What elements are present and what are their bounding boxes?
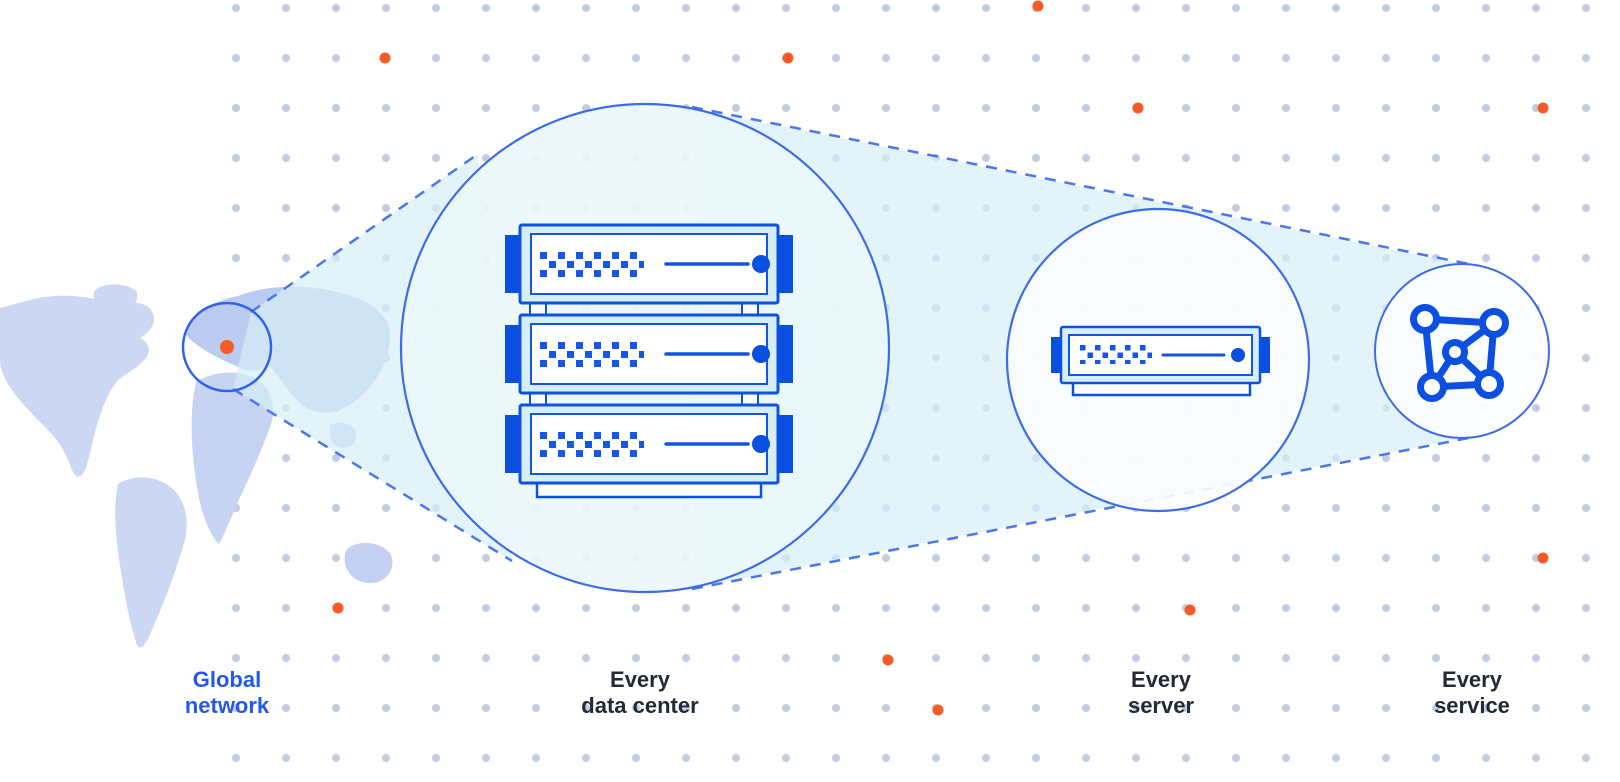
map-focus-circle bbox=[181, 301, 273, 393]
rack-unit-3 bbox=[503, 403, 795, 485]
dashed-line-bottom-left bbox=[232, 387, 513, 563]
label-line: Every bbox=[1131, 667, 1191, 692]
label-line: Every bbox=[1442, 667, 1502, 692]
orange-dot bbox=[332, 602, 344, 614]
orange-dot bbox=[1132, 102, 1144, 114]
label-line: network bbox=[184, 693, 270, 718]
label-line: server bbox=[1127, 693, 1195, 718]
orange-accent-dots bbox=[332, 0, 1549, 716]
label-line: service bbox=[1434, 693, 1510, 718]
stage-label-every-data-center: Every data center bbox=[581, 667, 698, 719]
orange-dot bbox=[1184, 604, 1196, 616]
orange-dot bbox=[782, 52, 794, 64]
orange-dot bbox=[882, 654, 894, 666]
south-america bbox=[115, 477, 187, 648]
dashed-line-bottom-right bbox=[691, 434, 1480, 591]
greenland bbox=[93, 284, 138, 314]
dashed-guide-lines bbox=[232, 105, 1480, 591]
orange-dot bbox=[1032, 0, 1044, 12]
server-unit-icon bbox=[1051, 325, 1270, 397]
orange-dot bbox=[932, 704, 944, 716]
stage-label-every-service: Every service bbox=[1434, 667, 1510, 719]
orange-dot bbox=[379, 52, 391, 64]
australia bbox=[344, 542, 393, 584]
label-line: Every bbox=[610, 667, 670, 692]
stage-label-every-server: Every server bbox=[1128, 667, 1194, 719]
label-line: Global bbox=[192, 667, 262, 692]
rack-unit-1 bbox=[503, 223, 795, 305]
orange-dot bbox=[1537, 102, 1549, 114]
dashed-line-top-right bbox=[691, 105, 1480, 268]
north-america bbox=[0, 295, 155, 477]
server-rack-icon bbox=[503, 223, 795, 499]
location-dot-icon bbox=[220, 340, 234, 354]
africa bbox=[191, 372, 274, 544]
dashed-line-top-left bbox=[250, 152, 479, 314]
mesh-network-icon bbox=[1410, 304, 1509, 402]
rack-unit-2 bbox=[503, 313, 795, 395]
orange-dot bbox=[1537, 552, 1549, 564]
stage-label-global-network: Global network bbox=[185, 667, 269, 719]
label-line: data center bbox=[581, 693, 699, 718]
